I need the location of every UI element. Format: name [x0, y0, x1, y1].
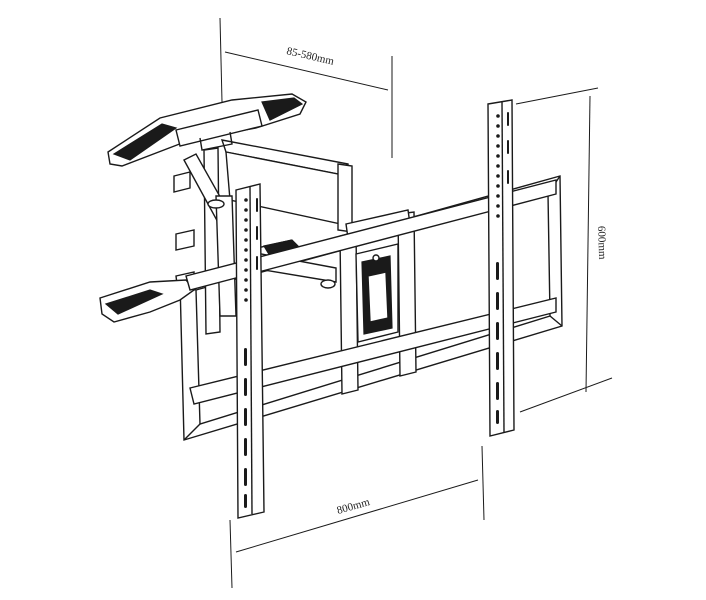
right-bracket-holes	[496, 112, 509, 424]
arm-extension-label: 85-580mm	[285, 45, 335, 68]
dimension-width: 800mm	[229, 445, 485, 589]
dimension-height: 600mm	[515, 87, 613, 413]
height-label: 600mm	[595, 226, 608, 260]
top-bracket-pad-left	[112, 123, 178, 161]
top-wall-bracket	[107, 93, 307, 167]
left-vertical-bracket	[235, 183, 265, 519]
dimension-arm-extension: 85-580mm	[219, 17, 393, 158]
left-bracket-holes	[244, 198, 258, 508]
bottom-bracket-pad-left	[104, 289, 164, 315]
bottom-wall-bracket	[99, 239, 300, 323]
top-bracket-pad-right	[261, 97, 304, 121]
horizontal-rails	[185, 179, 557, 405]
right-vertical-bracket	[487, 99, 515, 437]
